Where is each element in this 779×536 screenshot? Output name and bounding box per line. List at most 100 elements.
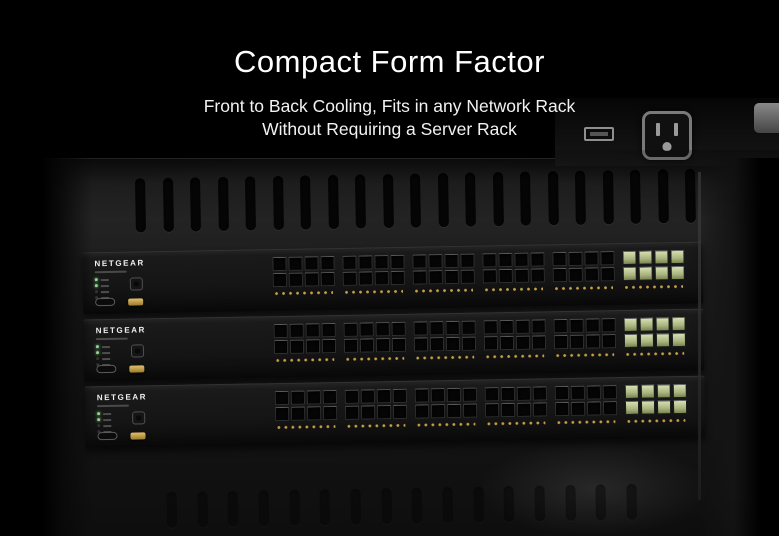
sfp-port [323, 406, 338, 421]
sfp-port [570, 401, 586, 416]
console-port [95, 297, 116, 307]
vent-slot [135, 178, 146, 233]
sfp-port [531, 319, 546, 334]
port-activity-leds [417, 422, 476, 427]
sfp-port [445, 320, 460, 336]
vent-slot [244, 176, 256, 231]
sfp-port [585, 334, 601, 349]
sfp-port-group [482, 252, 545, 292]
sfp-port [516, 386, 531, 401]
vent-slot [162, 177, 174, 233]
port-activity-leds [416, 355, 475, 360]
sfp-port [530, 252, 545, 267]
model-text [95, 337, 128, 341]
sfp-port-group [342, 254, 405, 294]
vent-slot [574, 170, 586, 225]
uplink-port [655, 333, 671, 348]
port-activity-leds [276, 358, 335, 363]
vent-slot [473, 486, 484, 523]
port-bank [274, 383, 688, 430]
sfp-port [602, 385, 617, 400]
vent-slot [382, 174, 394, 229]
sfp-port [461, 336, 477, 351]
sfp-port [531, 335, 547, 350]
sfp-port [570, 385, 585, 400]
sfp-port [462, 387, 477, 402]
sfp-port [554, 385, 569, 401]
usb-cover [128, 298, 144, 306]
led-dot [94, 278, 98, 282]
uplink-port-group [624, 383, 688, 423]
page-title: Compact Form Factor [234, 44, 545, 79]
sfp-port [304, 272, 319, 287]
port-activity-leds [627, 418, 686, 423]
port-activity-leds [414, 288, 474, 293]
uplink-port [622, 250, 637, 265]
port-cage-grid [273, 323, 337, 355]
vent-slot [503, 485, 515, 523]
vent-slot [327, 174, 339, 230]
status-led-block [94, 278, 110, 300]
netgear-logo: NETGEAR [94, 258, 145, 269]
sfp-port [358, 255, 373, 270]
uplink-port [624, 384, 639, 399]
sfp-port [460, 269, 475, 284]
sfp-port [600, 251, 615, 266]
sfp-port [320, 256, 335, 271]
sfp-port [483, 336, 499, 351]
sfp-port [305, 339, 321, 354]
vent-slot [547, 171, 559, 226]
uplink-port [638, 266, 653, 281]
led-dot [96, 351, 100, 355]
port-activity-leds [275, 291, 334, 296]
uplink-port-group [622, 249, 685, 289]
sfp-port [530, 268, 545, 283]
sfp-port [291, 406, 306, 421]
sfp-port [586, 385, 601, 400]
sfp-port [360, 389, 375, 404]
sfp-port-group [484, 386, 548, 426]
sfp-port [483, 320, 498, 335]
uplink-port [672, 399, 688, 415]
port-cage-grid [623, 316, 687, 348]
network-switch-2: NETGEAR [83, 308, 705, 382]
status-led [94, 278, 109, 282]
vent-slot [319, 489, 331, 526]
sfp-port-group [554, 385, 618, 425]
sfp-port [375, 338, 391, 353]
port-cage-grid [342, 254, 405, 286]
sfp-port [430, 388, 445, 403]
vent-panel-top [135, 165, 696, 237]
port-activity-leds [487, 421, 546, 426]
sfp-port [601, 334, 617, 349]
status-led [94, 290, 109, 294]
sfp-port [444, 269, 459, 285]
port-activity-leds [347, 423, 406, 428]
sfp-port [429, 321, 444, 336]
port-cage-grid [344, 388, 408, 420]
sfp-port [584, 251, 599, 266]
sfp-port [554, 401, 570, 417]
vent-slot [492, 172, 504, 227]
sfp-port-group [414, 387, 478, 427]
vent-slot [534, 485, 545, 522]
sfp-port [499, 319, 514, 335]
sfp-port [482, 269, 497, 284]
led-label [101, 345, 110, 348]
switch-left-panel: NETGEAR [83, 316, 269, 381]
sfp-port [344, 389, 359, 404]
sfp-port [321, 339, 337, 354]
headline-block: Compact Form Factor Front to Back Coolin… [0, 44, 779, 141]
sfp-port [376, 389, 391, 404]
sfp-port [272, 256, 287, 272]
sfp-port [569, 334, 585, 349]
sfp-port-group [483, 319, 547, 359]
sfp-port [498, 268, 513, 284]
sfp-port [374, 255, 389, 270]
sfp-port [484, 403, 500, 418]
sfp-port [484, 387, 499, 402]
port-cage-grid [413, 320, 477, 352]
sfp-port [289, 323, 304, 338]
port-cage-grid [622, 249, 685, 281]
sfp-port-group [553, 318, 617, 358]
